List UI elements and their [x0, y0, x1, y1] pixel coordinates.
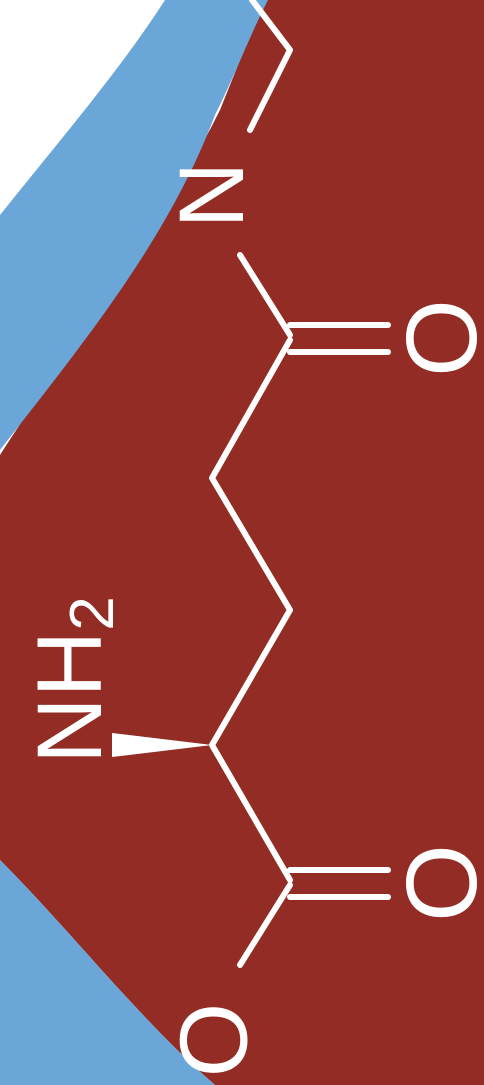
- blue-wave-top: [0, 0, 268, 450]
- amide-oxygen-label: O: [386, 299, 484, 377]
- n-to-amide-carbon-bond: [237, 252, 293, 338]
- n-methyl-bond: [247, 0, 293, 133]
- acid-oxygen-label: O: [386, 844, 484, 922]
- hydroxyl-oxygen-label: O: [161, 1003, 268, 1078]
- blue-wave-bottom: [0, 860, 215, 1085]
- bond-lines: [209, 0, 391, 968]
- acid-to-hydroxyl-bond: [237, 882, 293, 968]
- carbon-chain-bond: [209, 337, 293, 883]
- amide-nitrogen-label: N: [161, 162, 263, 228]
- amino-subscript: 2: [58, 596, 127, 630]
- amino-nh-text: NH: [19, 631, 121, 764]
- wedge-bond: [112, 733, 212, 757]
- amino-group-label: NH2: [19, 596, 127, 763]
